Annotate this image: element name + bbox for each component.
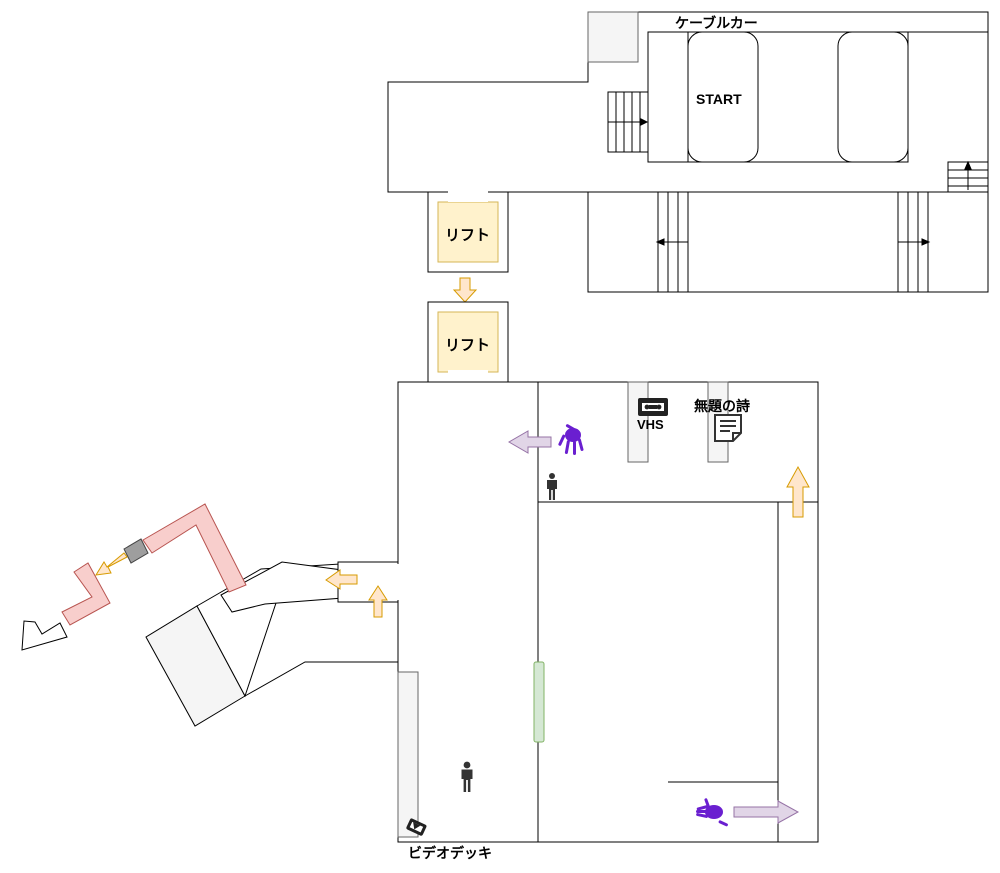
green-door[interactable] xyxy=(533,661,545,743)
right-arrow-purple xyxy=(733,800,800,824)
poem-label: 無題の詩 xyxy=(694,398,750,414)
stairs-icon xyxy=(607,91,649,153)
left-arrow-small xyxy=(325,569,358,590)
stairs-icon xyxy=(897,192,931,292)
pink-path-end[interactable] xyxy=(61,562,111,626)
cablecar-label: ケーブルカー xyxy=(675,15,758,31)
document-icon[interactable] xyxy=(714,414,742,442)
up-arrow xyxy=(786,465,810,518)
stairs-icon xyxy=(947,160,989,193)
stairs-icon xyxy=(655,192,689,292)
lift-bottom[interactable]: リフト xyxy=(427,301,509,384)
camera-icon[interactable] xyxy=(406,818,427,836)
end-car[interactable] xyxy=(837,31,909,163)
start-car[interactable] xyxy=(687,31,759,163)
deck-counter xyxy=(397,671,419,838)
vhs-tape-icon[interactable] xyxy=(638,398,668,416)
video-deck-label: ビデオデッキ xyxy=(408,845,492,861)
vhs-label: VHS xyxy=(637,417,664,432)
lift-top[interactable]: リフト xyxy=(427,188,509,273)
person-icon xyxy=(547,473,557,500)
orange-arrow-diag xyxy=(95,552,128,576)
cablecar-station: ケーブルカー START xyxy=(387,11,989,293)
lift-top-label: リフト xyxy=(445,227,490,244)
exit-arrow xyxy=(21,620,68,651)
hand-icon xyxy=(696,798,728,827)
down-arrow xyxy=(452,277,478,303)
lift-bottom-label: リフト xyxy=(445,337,490,354)
start-label: START xyxy=(696,91,742,107)
up-arrow-small xyxy=(368,585,388,618)
gray-door xyxy=(123,538,149,564)
corner-block xyxy=(587,11,639,63)
person-icon xyxy=(461,761,473,792)
lower-wall xyxy=(245,662,398,700)
lower-building xyxy=(337,381,819,843)
left-corridors xyxy=(21,503,398,727)
left-arrow-purple xyxy=(508,430,552,454)
hand-icon xyxy=(558,424,584,455)
pink-path[interactable] xyxy=(142,503,247,593)
